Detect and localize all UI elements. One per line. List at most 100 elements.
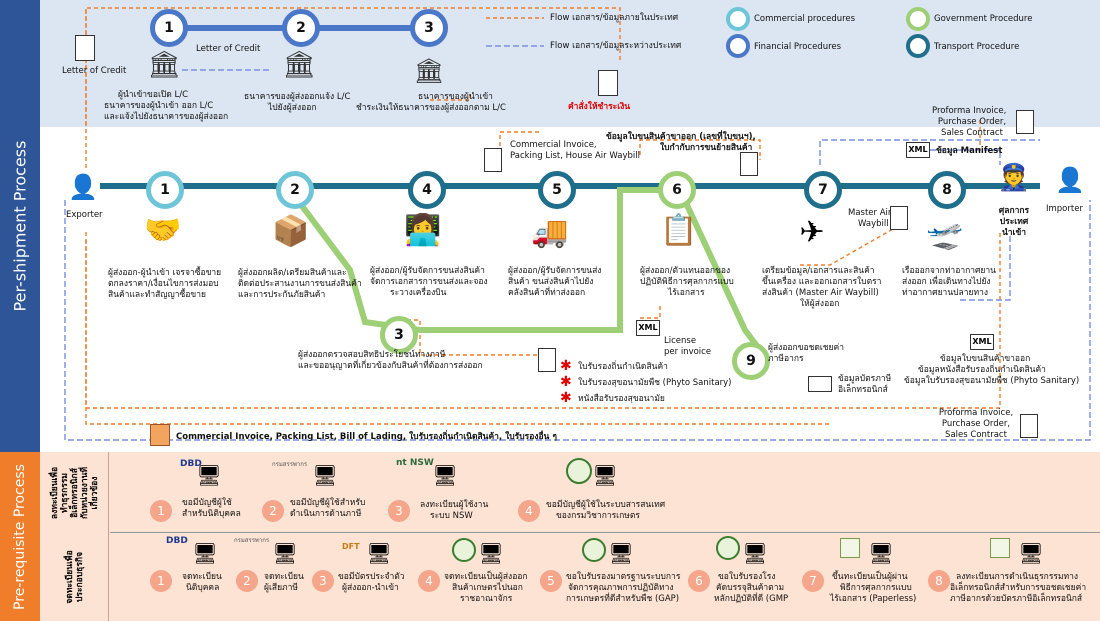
bank-icon: 🏛 — [413, 57, 445, 85]
step-6-text-b: ปฏิบัติพิธีการศุลกากรแบบ — [640, 277, 734, 287]
logo-dft: DFT — [342, 542, 360, 551]
prereq4-num: 4 — [518, 500, 540, 522]
legend-transport-marker — [906, 34, 930, 58]
xml-icon: XML — [970, 334, 994, 350]
reg5-text-b: จัดการคุณภาพการปฏิบัติทาง — [568, 583, 674, 593]
reg4-text-a: จดทะเบียนเป็นผู้ส่งออก — [444, 572, 528, 582]
doc-master-awb-b: Waybill — [858, 219, 889, 229]
doc-proforma-top-a: Proforma Invoice, — [932, 106, 1007, 116]
customs-officer-icon: 👮 — [997, 163, 1031, 193]
document-icon — [75, 35, 95, 61]
step-7-text-d: ให้ผู้ส่งออก — [800, 299, 840, 309]
doc-tax-card-b: อิเล็กทรอนิกส์ — [838, 385, 888, 395]
doc-proforma-bottom-a: Proforma Invoice, — [938, 408, 1014, 418]
xml-icon: XML — [636, 320, 660, 336]
computer-lock-icon: 🖥 — [196, 463, 222, 487]
prereq1-text-a: ขอมีบัญชีผู้ใช้ — [182, 498, 232, 508]
computer-lock-icon: 🖥 — [478, 541, 504, 565]
row1-label-line: อิเล็กทรอนิกส์ — [70, 468, 80, 518]
prereq-row2-label: จดทะเบียนเพื่อ ประกอบธุรกิจ — [44, 536, 106, 618]
envelope-icon — [150, 424, 170, 446]
step-4-text-b: จัดการเอกสารการขนส่งและจอง — [370, 277, 488, 287]
step-3: 3 — [380, 316, 418, 354]
step-3-text-a: ผู้ส่งออกตรวจสอบสิทธิประโยชน์ทางภาษี — [298, 350, 446, 360]
step-4-text-c: ระวางเครื่องบิน — [390, 288, 447, 298]
bank-icon: 🏛 — [147, 50, 181, 80]
row1-label-line: ลงทะเบียนเพื่อ — [50, 466, 60, 520]
legend-international-line — [486, 45, 544, 47]
legend-domestic: Flow เอกสาร/ข้อมูลภายในประเทศ — [550, 13, 679, 23]
step-8: 8 — [928, 171, 966, 209]
reg7-text-c: ไร้เอกสาร (Paperless) — [830, 594, 917, 604]
step-2: 2 — [276, 171, 314, 209]
doc-proforma-top-b: Purchase Order, — [937, 117, 1007, 127]
customs-emblem-icon — [840, 538, 860, 558]
step-9: 9 — [732, 342, 770, 380]
airplane-icon: 🛫 — [926, 217, 964, 252]
step-9-text-a: ผู้ส่งออกขอชดเชยค่า — [768, 343, 844, 353]
warehouse-truck-icon: 🚚 — [531, 215, 569, 250]
row1-label-line: ทำธุรกรรม — [60, 472, 70, 514]
customs-label-b: ประเทศ — [999, 217, 1029, 227]
legend-transport: Transport Procedure — [934, 42, 1020, 52]
doc-proforma-bottom-b: Purchase Order, — [941, 419, 1011, 429]
computer-lock-icon: 🖥 — [868, 541, 894, 565]
logo-nsw: nt NSW — [396, 458, 434, 468]
lc-text-1-c: และแจ้งไปยังธนาคารของผู้ส่งออก — [104, 112, 229, 122]
exporter-icon: 👤 — [68, 173, 98, 201]
prereq1-text-b: สำหรับนิติบุคคล — [182, 509, 241, 519]
logo-rd: กรมสรรพากร — [234, 537, 270, 544]
prereq1-num: 1 — [150, 500, 172, 522]
customs-agent-icon: 📋 — [660, 213, 698, 248]
negotiation-icon: 🤝 — [144, 213, 182, 248]
step-7-text-c: ส่งสินค้า (Master Air Waybill) — [762, 288, 879, 298]
doc-export-info-a: ข้อมูลใบขนสินค้าขาออก (เลขที่ใบขนฯ), — [606, 132, 756, 142]
lc-text-2-a: ธนาคารของผู้ส่งออกแจ้ง L/C — [244, 92, 351, 102]
certificate-icon — [538, 348, 556, 372]
lc-text-1-b: ธนาคารของผู้นำเข้า ออก L/C — [104, 101, 214, 111]
reg3-text-a: ขอมีบัตรประจำตัว — [338, 572, 405, 582]
legend-international: Flow เอกสาร/ข้อมูลระหว่างประเทศ — [550, 41, 682, 51]
step-1-text-a: ผู้ส่งออก-ผู้นำเข้า เจรจาซื้อขาย — [108, 268, 222, 278]
step-2-text-c: และการประกันภัยสินค้า — [238, 290, 326, 300]
legend-financial: Financial Procedures — [754, 42, 842, 52]
document-icon — [1020, 414, 1038, 438]
reg7-text-a: ขึ้นทะเบียนเป็นผู้ผ่าน — [832, 572, 908, 582]
doc-export-info-b: ใบกำกับการขนย้ายสินค้า — [660, 143, 753, 153]
step-1: 1 — [146, 171, 184, 209]
prereq2-num: 2 — [262, 500, 284, 522]
xml-icon: XML — [906, 142, 930, 158]
reg8-text-a: ลงทะเบียนการดำเนินธุรกรรมทาง — [956, 572, 1079, 582]
step-7: 7 — [804, 171, 842, 209]
reg1-text-b: นิติบุคคล — [186, 583, 220, 593]
logo-dbd: DBD — [166, 536, 188, 546]
legend-government: Government Procedure — [934, 14, 1033, 24]
doc-proforma-bottom-c: Sales Contract — [945, 430, 1007, 440]
legend-financial-marker — [726, 34, 750, 58]
reg2-text-a: จดทะเบียน — [264, 572, 304, 582]
reg2-text-b: ผู้เสียภาษี — [264, 583, 299, 593]
reg4-num: 4 — [418, 570, 440, 592]
step-8-text-b: ส่งออก เพื่อเดินทางไปยัง — [902, 277, 991, 287]
reg2-num: 2 — [236, 570, 258, 592]
prereq3-num: 3 — [388, 500, 410, 522]
customs-label-a: ศุลกากร — [998, 206, 1030, 216]
cargo-plane-icon: ✈ — [799, 215, 825, 250]
legend-commercial: Commercial procedures — [754, 14, 856, 24]
step-6-text-c: ไร้เอกสาร — [668, 288, 705, 298]
star-icon: ✱ — [560, 374, 572, 390]
doa-emblem-icon — [582, 538, 606, 562]
prereq2-text-b: ดำเนินการด้านภาษี — [290, 509, 362, 519]
legend-government-marker — [906, 7, 930, 31]
step-2-text-a: ผู้ส่งออกผลิต/เตรียมสินค้าและ — [238, 268, 347, 278]
prereq-row2-label-text: จดทะเบียนเพื่อ ประกอบธุรกิจ — [65, 550, 85, 603]
computer-lock-icon: 🖥 — [366, 541, 392, 565]
laptop-person-icon: 👩‍💻 — [404, 213, 442, 248]
reg6-num: 6 — [688, 570, 710, 592]
logo-rd: กรมสรรพากร — [272, 461, 308, 468]
doc-commercial-a: Commercial Invoice, — [510, 140, 597, 150]
step-3-text-b: และขออนุญาตที่เกี่ยวข้องกับสินค้าที่ต้อง… — [298, 361, 483, 371]
prereq2-text-a: ขอมีบัญชีผู้ใช้สำหรับ — [290, 498, 366, 508]
reg8-text-b: อิเล็กทรอนิกส์สำหรับการขอชดเชยค่า — [950, 583, 1087, 593]
reg5-text-c: การเกษตรที่ดีสำหรับพืช (GAP) — [566, 594, 680, 604]
